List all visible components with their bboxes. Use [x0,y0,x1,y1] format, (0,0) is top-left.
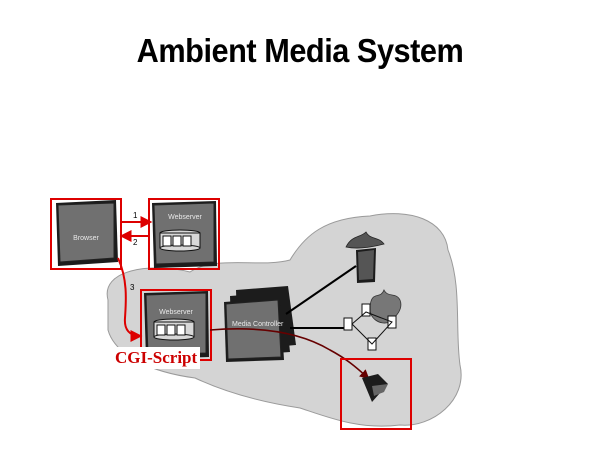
page-title: Ambient Media System [136,32,464,69]
server-drum-icon [153,318,195,341]
edge-label-1: 1 [133,211,138,220]
fountain-icon [345,231,385,283]
edge-label-2: 2 [133,238,138,247]
link-fountain [285,265,357,315]
lamp-icon [362,374,388,402]
webserver-top-label: Webserver [168,214,202,221]
edge-label-3: 3 [130,283,135,292]
webserver-top-node: Webserver [148,198,220,270]
webserver-bottom-label: Webserver [159,309,193,316]
browser-label: Browser [73,235,99,242]
edge-lamp-control [209,328,370,380]
media-controller-node: Media Controller [224,286,296,362]
edge-cgi-request [117,257,143,342]
media-controller-label: Media Controller [232,321,284,328]
webserver-bottom-node: Webserver [140,289,212,361]
browser-node: Browser [50,198,122,270]
fan-icon [343,289,402,351]
cgi-script-label: CGI-Script [112,347,201,369]
webserver-top-highlight [148,198,220,270]
server-drum-icon [159,229,201,252]
lamp-highlight [340,358,412,430]
